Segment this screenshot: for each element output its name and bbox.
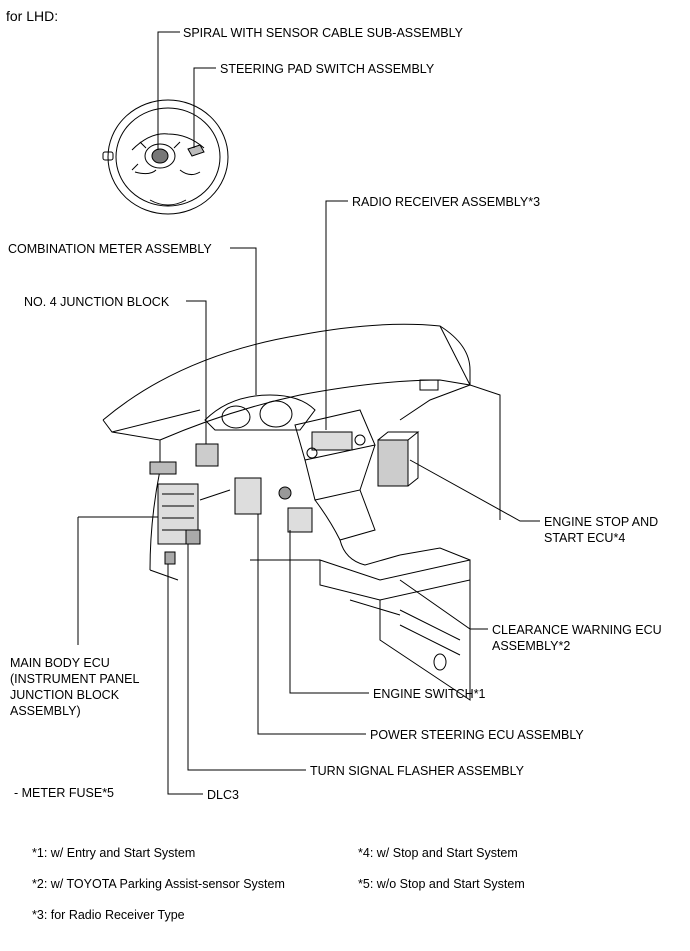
label-engine-switch: ENGINE SWITCH*1 bbox=[373, 687, 486, 701]
label-turn-signal-flasher: TURN SIGNAL FLASHER ASSEMBLY bbox=[310, 764, 524, 778]
label-spiral-sensor-cable: SPIRAL WITH SENSOR CABLE SUB-ASSEMBLY bbox=[183, 26, 463, 40]
footnote-5: *5: w/o Stop and Start System bbox=[358, 877, 525, 891]
label-combination-meter: COMBINATION METER ASSEMBLY bbox=[8, 242, 212, 256]
diagram-heading: for LHD: bbox=[6, 8, 59, 24]
label-engine-stop-start-ecu-line2: START ECU*4 bbox=[544, 531, 626, 545]
label-main-body-ecu-line4: ASSEMBLY) bbox=[10, 704, 81, 718]
label-main-body-ecu-line2: (INSTRUMENT PANEL bbox=[10, 672, 140, 686]
label-clearance-warning-ecu-line2: ASSEMBLY*2 bbox=[492, 639, 571, 653]
label-meter-fuse: - METER FUSE*5 bbox=[14, 786, 115, 800]
label-main-body-ecu-line3: JUNCTION BLOCK bbox=[10, 688, 120, 702]
footnote-2: *2: w/ TOYOTA Parking Assist-sensor Syst… bbox=[32, 877, 285, 891]
label-steering-pad-switch: STEERING PAD SWITCH ASSEMBLY bbox=[220, 62, 435, 76]
footnote-1: *1: w/ Entry and Start System bbox=[32, 846, 196, 860]
label-dlc3: DLC3 bbox=[207, 788, 239, 802]
label-no4-junction-block: NO. 4 JUNCTION BLOCK bbox=[24, 295, 170, 309]
label-main-body-ecu-line1: MAIN BODY ECU bbox=[10, 656, 110, 670]
label-radio-receiver: RADIO RECEIVER ASSEMBLY*3 bbox=[352, 195, 541, 209]
label-clearance-warning-ecu-line1: CLEARANCE WARNING ECU bbox=[492, 623, 662, 637]
leader-lines bbox=[77, 31, 540, 795]
steering-wheel-illustration bbox=[102, 99, 229, 215]
footnote-4: *4: w/ Stop and Start System bbox=[358, 846, 518, 860]
footnote-3: *3: for Radio Receiver Type bbox=[32, 908, 185, 922]
label-power-steering-ecu: POWER STEERING ECU ASSEMBLY bbox=[370, 728, 584, 742]
label-engine-stop-start-ecu-line1: ENGINE STOP AND bbox=[544, 515, 659, 529]
dashboard-illustration bbox=[102, 323, 501, 701]
